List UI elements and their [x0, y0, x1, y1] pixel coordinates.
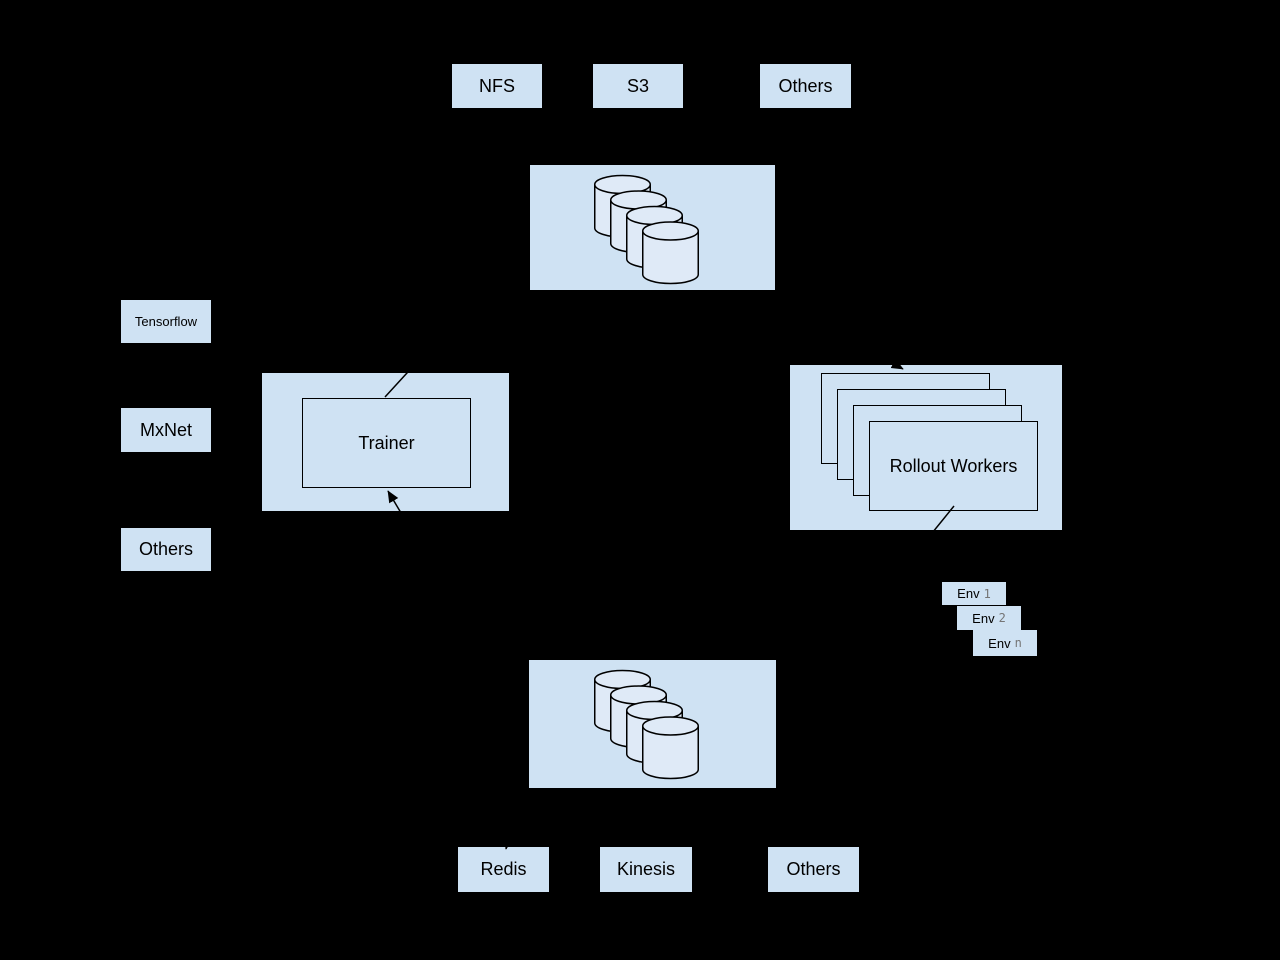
nfs-label: NFS	[479, 75, 515, 96]
others-left-box: Others	[121, 528, 211, 571]
redis-label: Redis	[480, 859, 527, 879]
database-cylinders-icon	[594, 669, 699, 780]
storage-top-panel	[530, 165, 775, 290]
others-left-label: Others	[138, 539, 194, 559]
arrow-rollout-workers-to-storage-bottom	[778, 505, 955, 723]
env-1-index: 1	[983, 586, 991, 601]
s3-box: S3	[593, 64, 683, 108]
mxnet-box: MxNet	[121, 408, 211, 452]
tensorflow-box: Tensorflow	[121, 300, 211, 343]
redis-box: Redis	[458, 847, 549, 892]
s3-label: S3	[626, 75, 650, 96]
others-top-label: Others	[778, 75, 833, 96]
rollout-workers-label: Rollout Workers	[889, 455, 1018, 476]
nfs-box: NFS	[452, 64, 542, 108]
rollout-workers-box: Rollout Workers	[869, 421, 1038, 511]
kinesis-box: Kinesis	[600, 847, 692, 892]
rollout-workers-panel: Rollout Workers	[790, 365, 1062, 530]
others-bottom-box: Others	[768, 847, 859, 892]
trainer-panel: Trainer	[262, 373, 509, 511]
arrow-storage-bottom-to-redis	[503, 797, 518, 850]
env-2-index: 2	[998, 611, 1006, 625]
env-2-label: Env	[972, 610, 995, 626]
trainer-label: Trainer	[358, 432, 415, 453]
env-n-label: Env	[988, 635, 1011, 651]
env-n-index: n	[1014, 636, 1022, 650]
mxnet-label: MxNet	[139, 419, 192, 440]
arrow-storage-bottom-to-trainer	[387, 490, 529, 728]
tensorflow-label: Tensorflow	[134, 314, 198, 329]
kinesis-label: Kinesis	[616, 859, 676, 879]
database-cylinders-icon	[594, 174, 699, 285]
storage-bottom-panel	[529, 660, 776, 788]
arrow-storage-top-to-rollout-workers	[776, 297, 904, 370]
others-top-box: Others	[760, 64, 851, 108]
trainer-box: Trainer	[302, 398, 471, 488]
others-bottom-label: Others	[786, 859, 841, 879]
env-1-label: Env	[957, 586, 980, 601]
